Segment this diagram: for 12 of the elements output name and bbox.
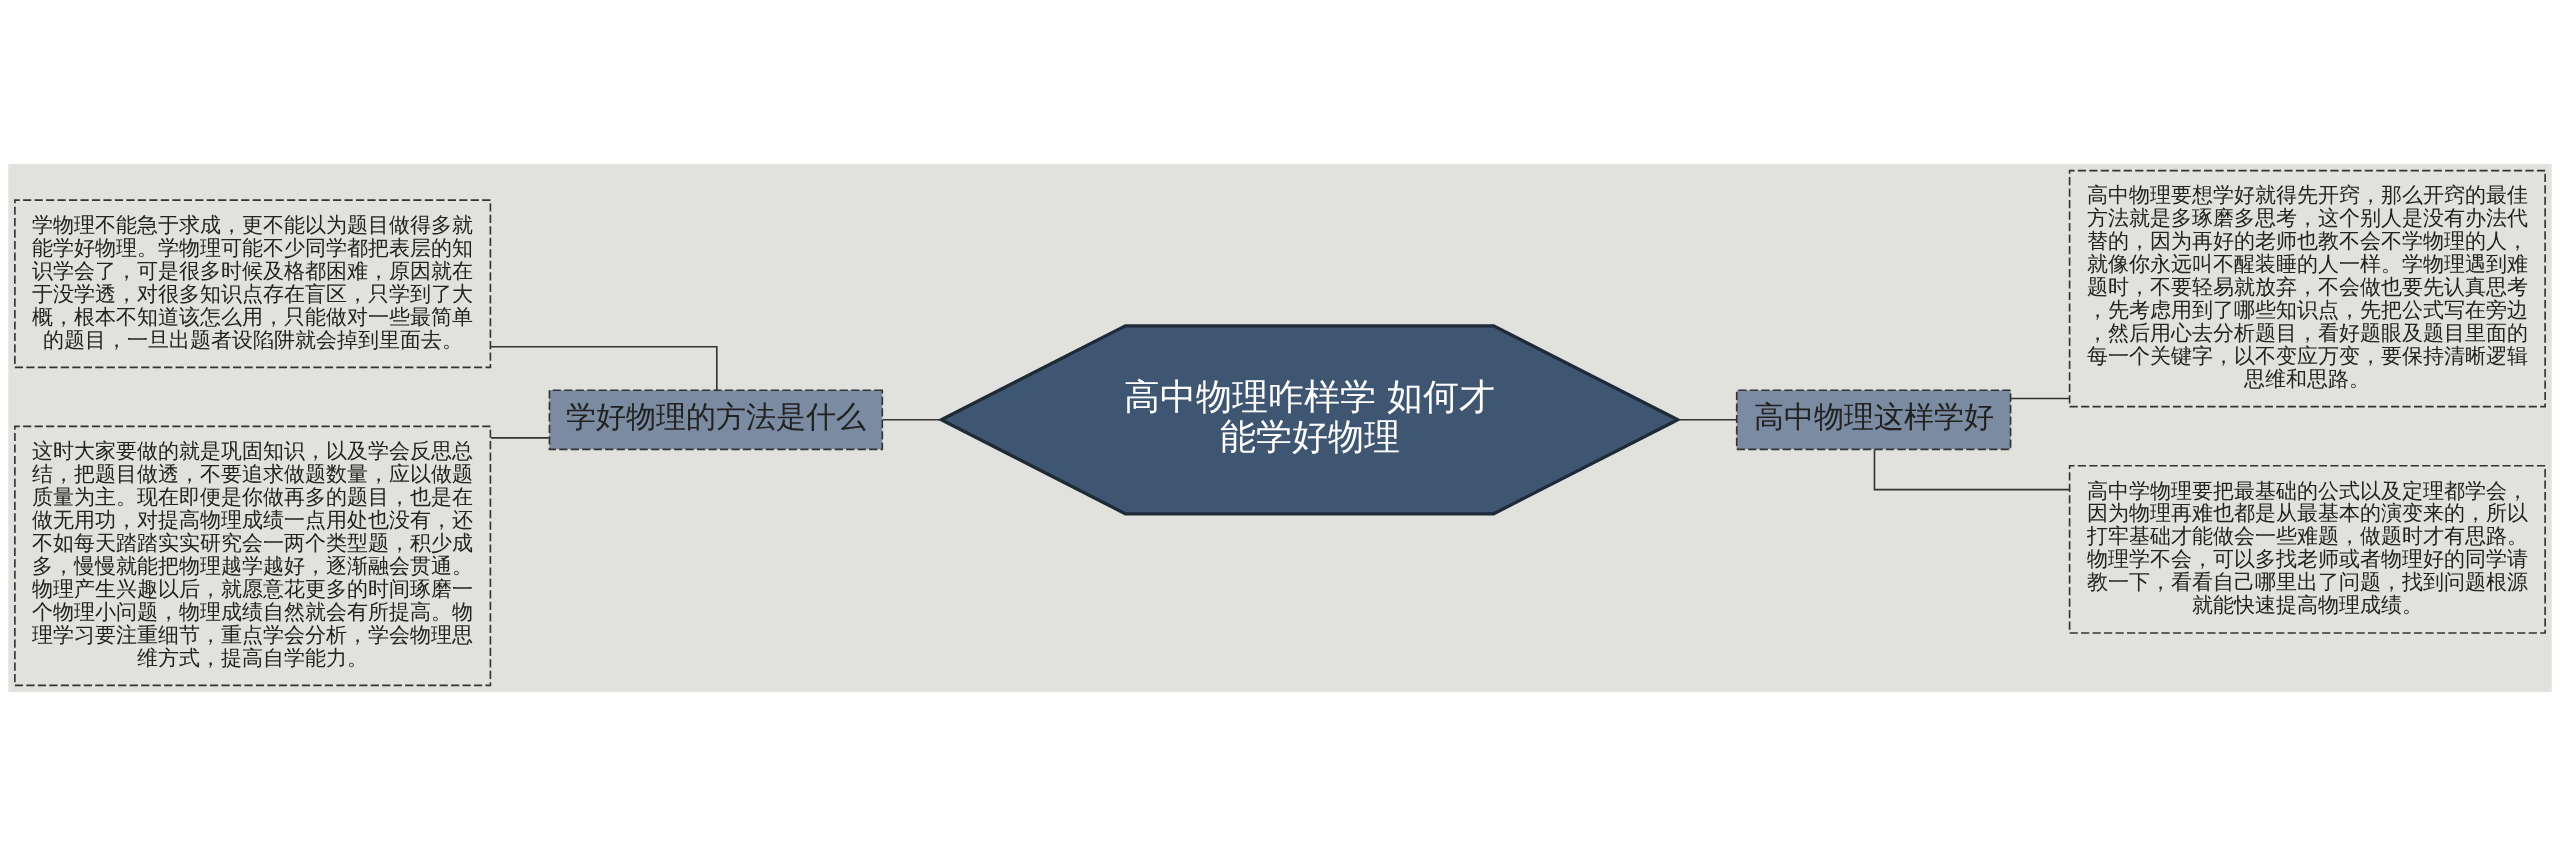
connector	[1677, 418, 1738, 421]
node-box: 这时大家要做的就是巩固知识，以及学会反思总结，把题目做透，不要追求做题数量，应以做题质量为主。现在即便是你做再多的题目，也是在做无用功，对提高物理成绩一点用处也没有，还不如每天踏踏实实研究会一两个类型题，积少成多，慢慢就能把物理越学越好，逐渐融会贯通。物理产生兴趣以后，就愿意花更多的时间琢磨一个物理小问题，物理成绩自然就会有所提高。物理学习要注重细节，重点学会分析，学会物理思维方式，提高自学能力。	[14, 425, 492, 686]
connector	[490, 345, 718, 391]
connector	[1873, 448, 2071, 490]
node-box: 高中学物理要把最基础的公式以及定理都学会，因为物理再难也都是从最基本的演变来的，所以打牢基础才能做会一些难题，做题时才有思路。物理学不会，可以多找老师或者物理好的同学请教一下，看看自己哪里出了问题，找到问题根源就能快速提高物理成绩。	[2068, 464, 2546, 634]
node-box: 学好物理的方法是什么	[548, 388, 884, 450]
connector	[882, 418, 942, 421]
connector	[490, 436, 550, 439]
node-box: 高中物理这样学好	[1735, 388, 2012, 450]
node-box: 高中物理要想学好就得先开窍，那么开窍的最佳方法就是多琢磨多思考，这个别人是没有办法代替的，因为再好的老师也教不会不学物理的人，就像你永远叫不醒装睡的人一样。学物理遇到难题时，不要轻易就放弃，不会做也要先认真思考，先考虑用到了哪些知识点，先把公式写在旁边，然后用心去分析题目，看好题眼及题目里面的每一个关键字，以不变应万变，要保持清晰逻辑思维和思路。	[2068, 169, 2546, 407]
node-box: 学物理不能急于求成，更不能以为题目做得多就能学好物理。学物理可能不少同学都把表层的知识学会了，可是很多时候及格都困难，原因就在于没学透，对很多知识点存在盲区，只学到了大概，根本不知道该怎么用，只能做对一些最简单的题目，一旦出题者设陷阱就会掉到里面去。	[14, 198, 492, 368]
connector	[2010, 397, 2071, 399]
